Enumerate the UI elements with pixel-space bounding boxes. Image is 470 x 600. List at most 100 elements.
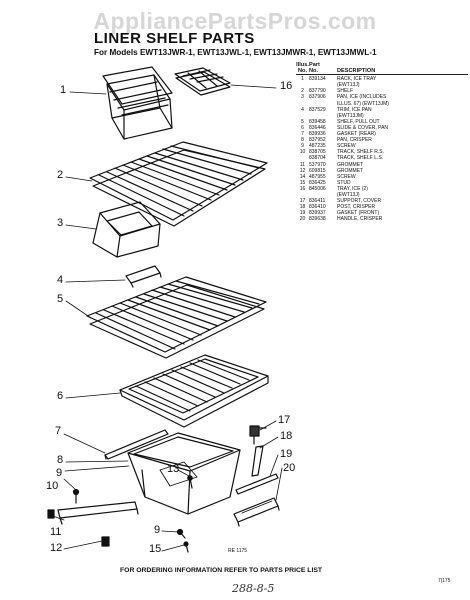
- illus-no-cell: 16: [299, 185, 306, 192]
- callout-5: 5: [57, 293, 64, 305]
- illus-no-cell: 10: [299, 149, 306, 156]
- part-no-cell: 845006: [309, 185, 326, 192]
- description-cell: PAN, CRISPER: [337, 137, 372, 144]
- part-no-cell: 487235: [309, 143, 326, 150]
- crisper-post: [251, 445, 264, 477]
- part-no-cell: 836410: [309, 204, 326, 211]
- parts-table-header: No. No. DESCRIPTION: [296, 68, 468, 76]
- crisper-handle: [233, 497, 280, 527]
- callout-16: 16: [280, 80, 293, 92]
- table-row: (EWT13J): [296, 82, 468, 88]
- illus-no-cell: 6: [301, 124, 304, 131]
- description-cell: SUPPORT, COVER: [337, 198, 382, 205]
- illus-no-cell: 17: [299, 198, 306, 205]
- parts-table-header: Illus. Part: [296, 62, 468, 68]
- description-cell: (EWT13JM): [337, 112, 364, 119]
- table-row: ILLUS. 67) (EWT13JM): [296, 101, 468, 107]
- description-cell: (EWT13J): [337, 191, 360, 198]
- ordering-note: FOR ORDERING INFORMATION REFER TO PARTS …: [120, 567, 323, 574]
- rear-gasket: [104, 429, 169, 460]
- table-row: (EWT13JM): [296, 113, 468, 119]
- screw-9a: [72, 488, 80, 504]
- description-cell: GASKET (REAR): [337, 131, 376, 138]
- callout-7: 7: [55, 425, 62, 437]
- page-title: LINER SHELF PARTS: [94, 30, 255, 47]
- part-no-cell: 838705: [309, 149, 326, 156]
- illus-no-cell: 18: [299, 204, 306, 211]
- callout-9-lower: 9: [154, 524, 161, 536]
- table-row: 4 837529 TRIM, ICE PAN: [296, 107, 468, 113]
- description-cell: SCREW: [337, 173, 356, 180]
- illus-no-cell: 2: [301, 88, 304, 95]
- description-cell: (EWT13J): [337, 82, 360, 89]
- table-row: 9 487235 SCREW: [296, 143, 468, 149]
- callout-9: 9: [56, 467, 63, 479]
- callout-18: 18: [280, 430, 293, 442]
- illus-no-cell: 11: [299, 161, 306, 168]
- shelf-track: [57, 501, 139, 525]
- screw-9b: [176, 528, 186, 539]
- grommet-12: [101, 536, 110, 547]
- stud-15: [183, 541, 189, 553]
- description-cell: SHELF: [337, 88, 354, 95]
- callout-10: 10: [46, 480, 59, 492]
- handwritten-note: 288-8-5: [232, 582, 275, 595]
- illus-no-cell: 9: [301, 143, 304, 150]
- callout-8: 8: [57, 454, 64, 466]
- callout-19: 19: [280, 448, 293, 460]
- illus-no-cell: 3: [301, 94, 304, 101]
- header-description: DESCRIPTION: [337, 68, 376, 75]
- illus-no-cell: 19: [299, 210, 306, 217]
- watermark: AppliancePartsPros.com: [93, 8, 377, 34]
- header-no: No.: [297, 68, 307, 75]
- description-cell: TRACK, SHELF L.S.: [337, 155, 384, 162]
- illus-no-cell: 12: [299, 167, 306, 174]
- header-part: Part: [309, 62, 320, 68]
- callout-17: 17: [278, 414, 291, 426]
- callout-2: 2: [57, 169, 64, 181]
- illus-no-cell: 7: [301, 131, 304, 138]
- table-row: 838704 TRACK, SHELF L.S.: [296, 155, 468, 161]
- ice-tray-rack: [102, 66, 173, 140]
- description-cell: STUD: [337, 179, 351, 186]
- part-no-cell: 837529: [309, 106, 326, 113]
- description-cell: GASKET (FRONT): [337, 210, 380, 217]
- drawing-code: RE 1175: [228, 548, 248, 554]
- description-cell: GROMMET: [337, 161, 364, 168]
- part-no-cell: 839937: [309, 210, 326, 217]
- header-illus: Illus.: [296, 62, 309, 68]
- description-cell: SLIDE & COVER, PAN: [337, 124, 389, 131]
- illus-no-cell: 4: [301, 106, 304, 113]
- part-no-cell: 836425: [309, 179, 326, 186]
- description-cell: PAN, ICE (INCLUDES: [337, 94, 387, 101]
- callout-13: 13: [167, 463, 180, 475]
- screw-13: [187, 475, 193, 489]
- part-no-cell: 839638: [309, 216, 326, 223]
- part-no-cell: 838704: [309, 155, 326, 162]
- description-cell: SCREW: [337, 143, 356, 150]
- description-cell: GROMMET: [337, 167, 364, 174]
- callout-4: 4: [57, 274, 64, 286]
- part-no-cell: 837952: [309, 137, 326, 144]
- part-no-cell: 839458: [309, 118, 326, 125]
- ice-pan-trim: [125, 265, 162, 288]
- grommet-11: [47, 509, 55, 519]
- description-cell: TRACK, SHELF R.S.: [337, 149, 384, 156]
- page-id: 7|175: [438, 578, 451, 584]
- description-cell: TRIM, ICE PAN: [337, 106, 372, 113]
- part-no-cell: 837790: [309, 88, 326, 95]
- description-cell: RACK, ICE TRAY: [337, 76, 377, 83]
- callout-12: 12: [50, 542, 63, 554]
- part-no-cell: 609815: [309, 167, 326, 174]
